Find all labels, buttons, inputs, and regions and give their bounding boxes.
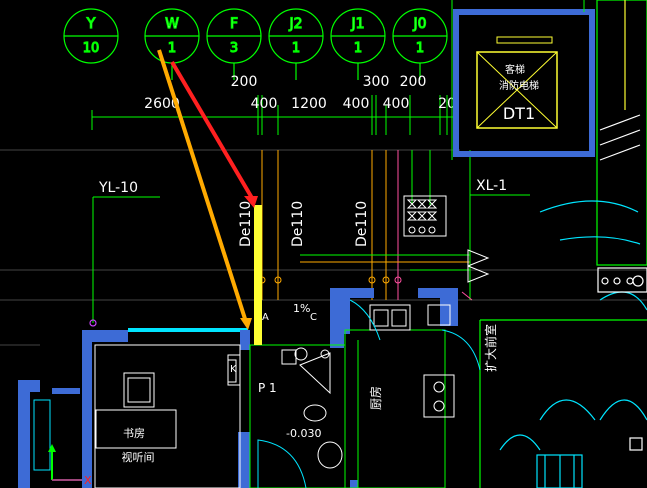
axis-number-f: 3 [230, 41, 238, 56]
highlighted-pipe[interactable] [254, 205, 262, 345]
axis-letter-f: F [230, 16, 238, 32]
axis-number-j0: 1 [416, 41, 424, 56]
valve-group-icon [403, 195, 447, 237]
room-kitchen: 厨房 [368, 386, 383, 410]
room-outlines [94, 329, 446, 488]
mark-c: C [310, 312, 317, 323]
pipe-nodes [258, 276, 402, 284]
mark-p1: P 1 [258, 381, 277, 395]
axis-bubble-w: W 1 [144, 8, 200, 80]
axis-number-j1: 1 [354, 41, 362, 56]
elevator-shaft [451, 0, 595, 160]
dim-400a: 400 [251, 96, 278, 112]
annotation-arrows [157, 49, 258, 330]
axis-bubbles: Y 10 W 1 F 3 J2 1 J1 1 J0 [63, 8, 448, 80]
walls [18, 288, 458, 488]
study-furniture [33, 354, 241, 471]
axis-letter-j0: J0 [412, 16, 426, 32]
dimension-line [91, 95, 455, 135]
ucs-icon: X [48, 444, 92, 487]
axis-number-j2: 1 [292, 41, 300, 56]
dim-20: 20 [438, 96, 456, 112]
room-study-sub: 视听间 [122, 450, 155, 464]
axis-bubble-f: F 3 [206, 8, 262, 80]
mark-a: A [262, 312, 269, 323]
kitchen-fixtures [281, 304, 455, 469]
dim-upper-200b: 200 [400, 74, 427, 90]
dim-upper-200: 200 [231, 74, 258, 90]
riser-label-right: XL-1 [476, 178, 507, 194]
room-study: 书房 [123, 427, 145, 440]
axis-bubble-j1: J1 1 [330, 8, 386, 80]
elevator-note: 消防电梯 [499, 79, 539, 92]
pipe-label-2: De110 [290, 201, 306, 247]
dim-400c: 400 [383, 96, 410, 112]
right-structures [479, 0, 647, 488]
axis-bubble-y: Y 10 [63, 8, 119, 64]
orange-arrow-head [240, 318, 252, 330]
door-swings [257, 299, 481, 488]
dim-1200: 1200 [291, 96, 327, 112]
background-grid [0, 149, 647, 346]
riser-xl1 [469, 150, 530, 300]
axis-bubble-j2: J2 1 [268, 8, 324, 80]
pipe-label-1: De110 [238, 201, 254, 247]
axis-letter-w: W [165, 16, 179, 32]
room-extended: 扩大前室 [483, 324, 498, 372]
red-arrow-head [244, 196, 258, 208]
riser-yl10 [89, 196, 160, 327]
axis-letter-y: Y [86, 16, 96, 32]
dim-upper-300: 300 [363, 74, 390, 90]
svg-text:X: X [84, 474, 92, 487]
axis-number-y: 10 [83, 41, 100, 56]
dim-400b: 400 [343, 96, 370, 112]
dim-2600: 2600 [144, 96, 180, 112]
axis-bubble-j0: J0 1 [392, 8, 448, 80]
axis-number-w: 1 [168, 41, 176, 56]
slope-label: 1% [293, 302, 310, 315]
pipe-label-3: De110 [354, 201, 370, 247]
mark-k: K [230, 364, 237, 375]
elevator-name: DT1 [503, 104, 535, 123]
elevator-note2: 客梯 [505, 63, 525, 76]
axis-letter-j1: J1 [350, 16, 364, 32]
axis-letter-j2: J2 [288, 16, 302, 32]
misc-marks [89, 249, 490, 383]
elevation-label: -0.030 [286, 427, 321, 440]
riser-label-left: YL-10 [98, 180, 138, 196]
